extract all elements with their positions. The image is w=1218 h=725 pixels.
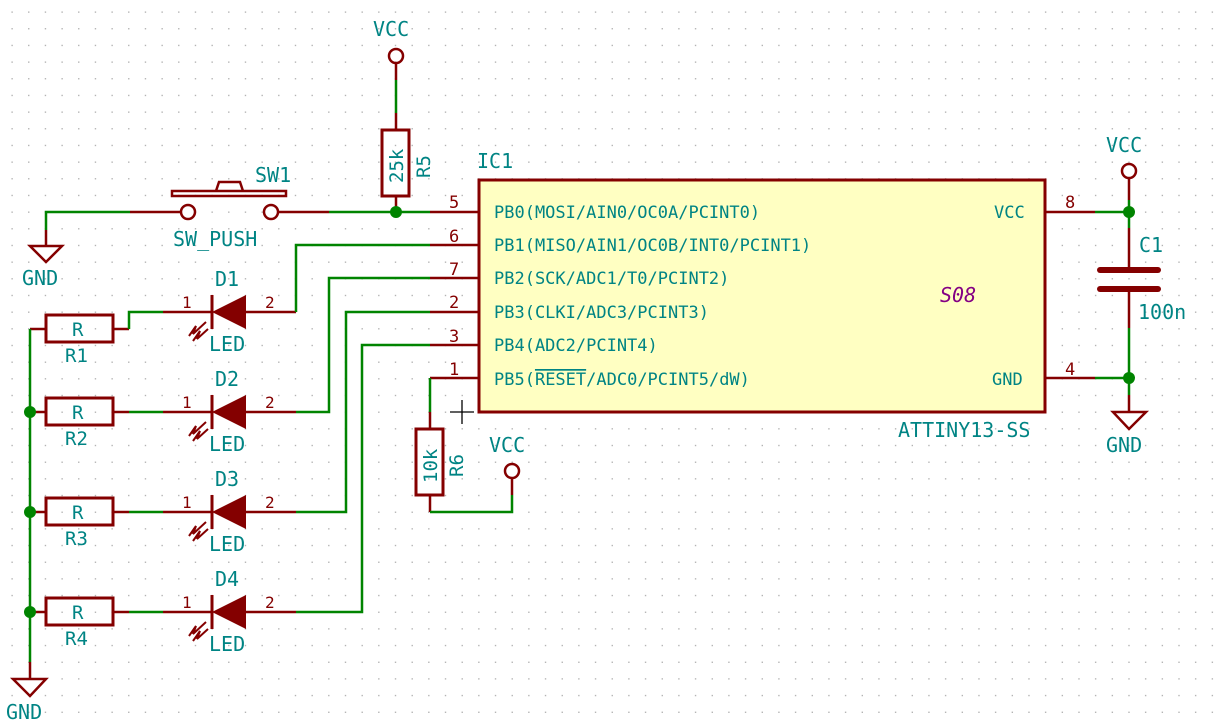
r4-value: R: [72, 602, 84, 624]
ic1-pin-num: 2: [449, 293, 459, 313]
d3-value: LED: [209, 532, 245, 556]
d3-led[interactable]: D3 LED 1 2: [163, 467, 296, 556]
r5-resistor[interactable]: 25k R5: [380, 113, 435, 212]
gnd-label: GND: [1106, 433, 1142, 457]
ic1-pin-name: PB1(MISO/AIN1/OC0B/INT0/PCINT1): [494, 236, 811, 256]
d2-pin2: 2: [265, 393, 275, 412]
d2-ref: D2: [215, 367, 239, 391]
junction: [24, 406, 36, 418]
d2-led[interactable]: D2 LED 1 2: [163, 367, 296, 456]
r6-resistor[interactable]: 10k R6: [414, 412, 468, 512]
ic1-pin-num: 7: [449, 260, 459, 280]
ic1-ref: IC1: [477, 149, 513, 173]
ic1-pin-name: VCC: [994, 203, 1025, 223]
ic1-pin-num: 6: [449, 227, 459, 247]
vcc-symbol[interactable]: VCC: [373, 17, 409, 80]
gnd-symbol[interactable]: GND: [6, 662, 49, 724]
junction: [24, 606, 36, 618]
ic1-pin-num: 5: [449, 193, 459, 213]
c1-value: 100n: [1138, 300, 1186, 324]
d4-pin1: 1: [182, 593, 192, 612]
r5-value: 25k: [386, 148, 408, 183]
junction: [1123, 372, 1135, 384]
gnd-symbol[interactable]: GND: [1106, 395, 1150, 457]
cursor-crosshair-icon: [450, 400, 474, 424]
ic1-pin-name: PB3(CLKI/ADC3/PCINT3): [494, 303, 709, 323]
ic1-pin-num: 8: [1065, 193, 1075, 213]
d1-pin2: 2: [265, 293, 275, 312]
sw1-ref: SW1: [255, 163, 291, 187]
ic1-value: ATTINY13-SS: [898, 418, 1030, 442]
gnd-label: GND: [6, 700, 42, 724]
r2-value: R: [72, 402, 84, 424]
vcc-symbol[interactable]: VCC: [489, 433, 525, 495]
wire[interactable]: [294, 243, 430, 312]
vcc-label: VCC: [489, 433, 525, 457]
r5-ref: R5: [413, 155, 435, 178]
r4-resistor[interactable]: R R4: [30, 596, 129, 650]
r6-value: 10k: [420, 448, 442, 483]
c1-ref: C1: [1139, 233, 1163, 257]
r3-value: R: [72, 502, 84, 524]
d1-led[interactable]: D1 LED 1 2: [163, 267, 296, 356]
d4-led[interactable]: D4 LED 1 2: [163, 567, 296, 656]
ic1-pin-name: PB0(MOSI/AIN0/OC0A/PCINT0): [494, 203, 760, 223]
vcc-label: VCC: [373, 17, 409, 41]
r2-resistor[interactable]: R R2: [30, 396, 129, 450]
d3-pin1: 1: [182, 493, 192, 512]
ic1-pin-num: 4: [1065, 360, 1075, 380]
r6-ref: R6: [446, 454, 468, 477]
d1-pin1: 1: [182, 293, 192, 312]
r3-ref: R3: [65, 528, 88, 550]
d4-pin2: 2: [265, 593, 275, 612]
r1-resistor[interactable]: R R1: [30, 313, 129, 367]
ic1-pin-name: GND: [992, 370, 1023, 390]
r2-ref: R2: [65, 428, 88, 450]
d4-value: LED: [209, 632, 245, 656]
wire[interactable]: [127, 310, 163, 329]
ic1-pin-num: 3: [449, 327, 459, 347]
wire[interactable]: [296, 276, 430, 414]
r1-value: R: [72, 319, 84, 341]
r3-resistor[interactable]: R R3: [30, 496, 129, 550]
d1-ref: D1: [215, 267, 239, 291]
ic1-pin-name: PB4(ADC2/PCINT4): [494, 336, 658, 356]
ic1-symbol[interactable]: IC1 ATTINY13-SS S08 5 6 7 2 3 1 PB0(MOSI…: [430, 149, 1095, 442]
sw1-value: SW_PUSH: [173, 227, 257, 251]
d3-ref: D3: [215, 467, 239, 491]
junction: [390, 206, 402, 218]
wire[interactable]: [296, 310, 430, 514]
d2-pin1: 1: [182, 393, 192, 412]
wire[interactable]: [296, 343, 430, 614]
vcc-symbol[interactable]: VCC: [1106, 133, 1142, 200]
gnd-symbol[interactable]: GND: [22, 230, 66, 290]
ic1-pin-num: 1: [449, 360, 459, 380]
c1-capacitor[interactable]: C1 100n: [1097, 228, 1186, 328]
sw1-switch[interactable]: SW1 SW_PUSH: [130, 163, 329, 251]
ic1-pin-name: PB2(SCK/ADC1/T0/PCINT2): [494, 269, 729, 289]
wire[interactable]: [44, 210, 130, 230]
ic1-body[interactable]: [477, 178, 1047, 414]
junction: [1123, 206, 1135, 218]
gnd-label: GND: [22, 266, 58, 290]
d1-value: LED: [209, 332, 245, 356]
d4-ref: D4: [215, 567, 239, 591]
r1-ref: R1: [65, 345, 88, 367]
ic1-package: S08: [940, 283, 976, 307]
ic1-pin-name-reset: PB5(RESET/ADC0/PCINT5/dW): [494, 370, 750, 390]
d3-pin2: 2: [265, 493, 275, 512]
r4-ref: R4: [65, 628, 88, 650]
d2-value: LED: [209, 432, 245, 456]
junction: [24, 506, 36, 518]
wire[interactable]: [430, 495, 514, 514]
vcc-label: VCC: [1106, 133, 1142, 157]
